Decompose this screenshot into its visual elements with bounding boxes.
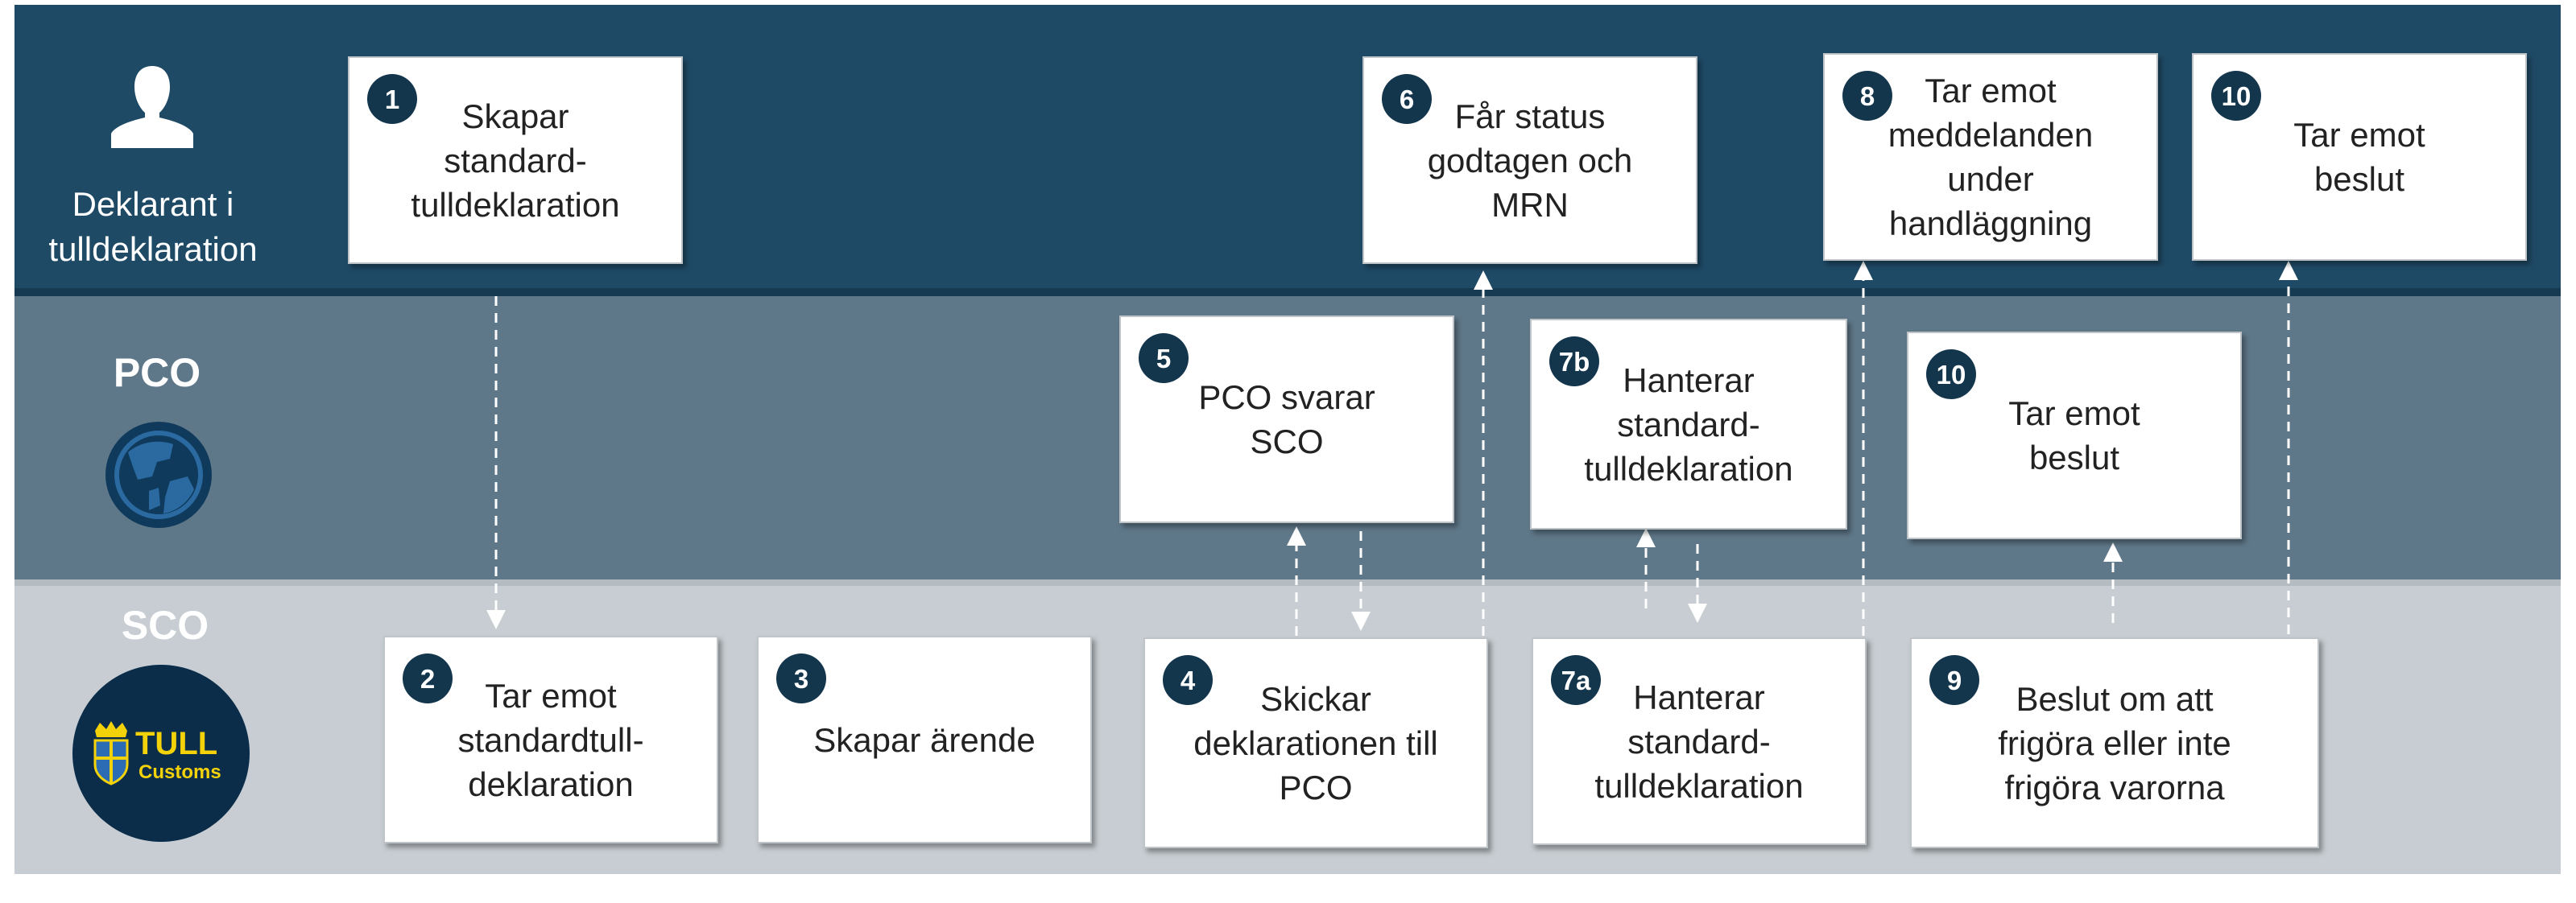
step-number-badge: 3 — [776, 654, 826, 703]
step-7b-box: 7b Hanterar standard- tulldeklaration — [1530, 319, 1847, 530]
step-10-pco-box: 10 Tar emot beslut — [1907, 332, 2242, 539]
lane-divider — [14, 288, 2561, 296]
step-number-badge: 9 — [1929, 655, 1979, 705]
step-number-badge: 7a — [1551, 655, 1601, 705]
step-text: Får status godtagen och MRN — [1427, 97, 1633, 224]
step-text: PCO svarar SCO — [1198, 378, 1375, 460]
logo-text: TULL — [135, 726, 218, 761]
step-10-declarant-box: 10 Tar emot beslut — [2192, 53, 2527, 261]
step-text: Tar emot beslut — [2008, 394, 2140, 476]
step-5-box: 5 PCO svarar SCO — [1119, 315, 1454, 523]
step-text: Tar emot beslut — [2293, 116, 2425, 198]
step-number-badge: 5 — [1139, 333, 1189, 383]
step-number-badge: 1 — [367, 74, 417, 124]
step-text: Beslut om att frigöra eller inte frigöra… — [1998, 679, 2231, 806]
step-6-box: 6 Får status godtagen och MRN — [1362, 56, 1697, 264]
step-number-badge: 10 — [1926, 349, 1976, 399]
lane-divider — [14, 579, 2561, 586]
tull-customs-logo: TULL Customs — [72, 665, 250, 842]
step-8-box: 8 Tar emot meddelanden under handläggnin… — [1823, 53, 2158, 261]
step-number-badge: 6 — [1382, 74, 1432, 124]
logo-subtext: Customs — [139, 761, 221, 783]
step-text: Tar emot standardtull- deklaration — [457, 676, 644, 803]
step-2-box: 2 Tar emot standardtull- deklaration — [383, 636, 718, 843]
step-3-box: 3 Skapar ärende — [757, 636, 1092, 843]
step-number-badge: 8 — [1842, 71, 1892, 121]
step-number-badge: 2 — [403, 654, 453, 703]
lane-label-sco: SCO — [121, 603, 209, 648]
step-text: Hanterar standard- tulldeklaration — [1584, 361, 1793, 488]
crown-shield-icon — [93, 721, 129, 785]
step-text: Tar emot meddelanden under handläggning — [1888, 72, 2094, 242]
step-4-box: 4 Skickar deklarationen till PCO — [1143, 637, 1488, 848]
step-1-box: 1 Skapar standard- tulldeklaration — [348, 56, 683, 264]
step-7a-box: 7a Hanterar standard- tulldeklaration — [1532, 637, 1867, 845]
globe-icon — [105, 422, 212, 528]
step-text: Skapar standard- tulldeklaration — [411, 97, 620, 224]
step-number-badge: 10 — [2211, 71, 2261, 121]
lane-label-pco: PCO — [113, 350, 201, 395]
step-number-badge: 4 — [1163, 655, 1213, 705]
step-text: Skapar ärende — [813, 720, 1036, 759]
step-number-badge: 7b — [1549, 336, 1599, 386]
step-text: Hanterar standard- tulldeklaration — [1594, 678, 1804, 805]
person-icon — [111, 66, 193, 148]
step-text: Skickar deklarationen till PCO — [1193, 679, 1438, 806]
step-9-box: 9 Beslut om att frigöra eller inte frigö… — [1910, 637, 2319, 848]
lane-label-declarant: Deklarant i tulldeklaration — [48, 185, 258, 268]
